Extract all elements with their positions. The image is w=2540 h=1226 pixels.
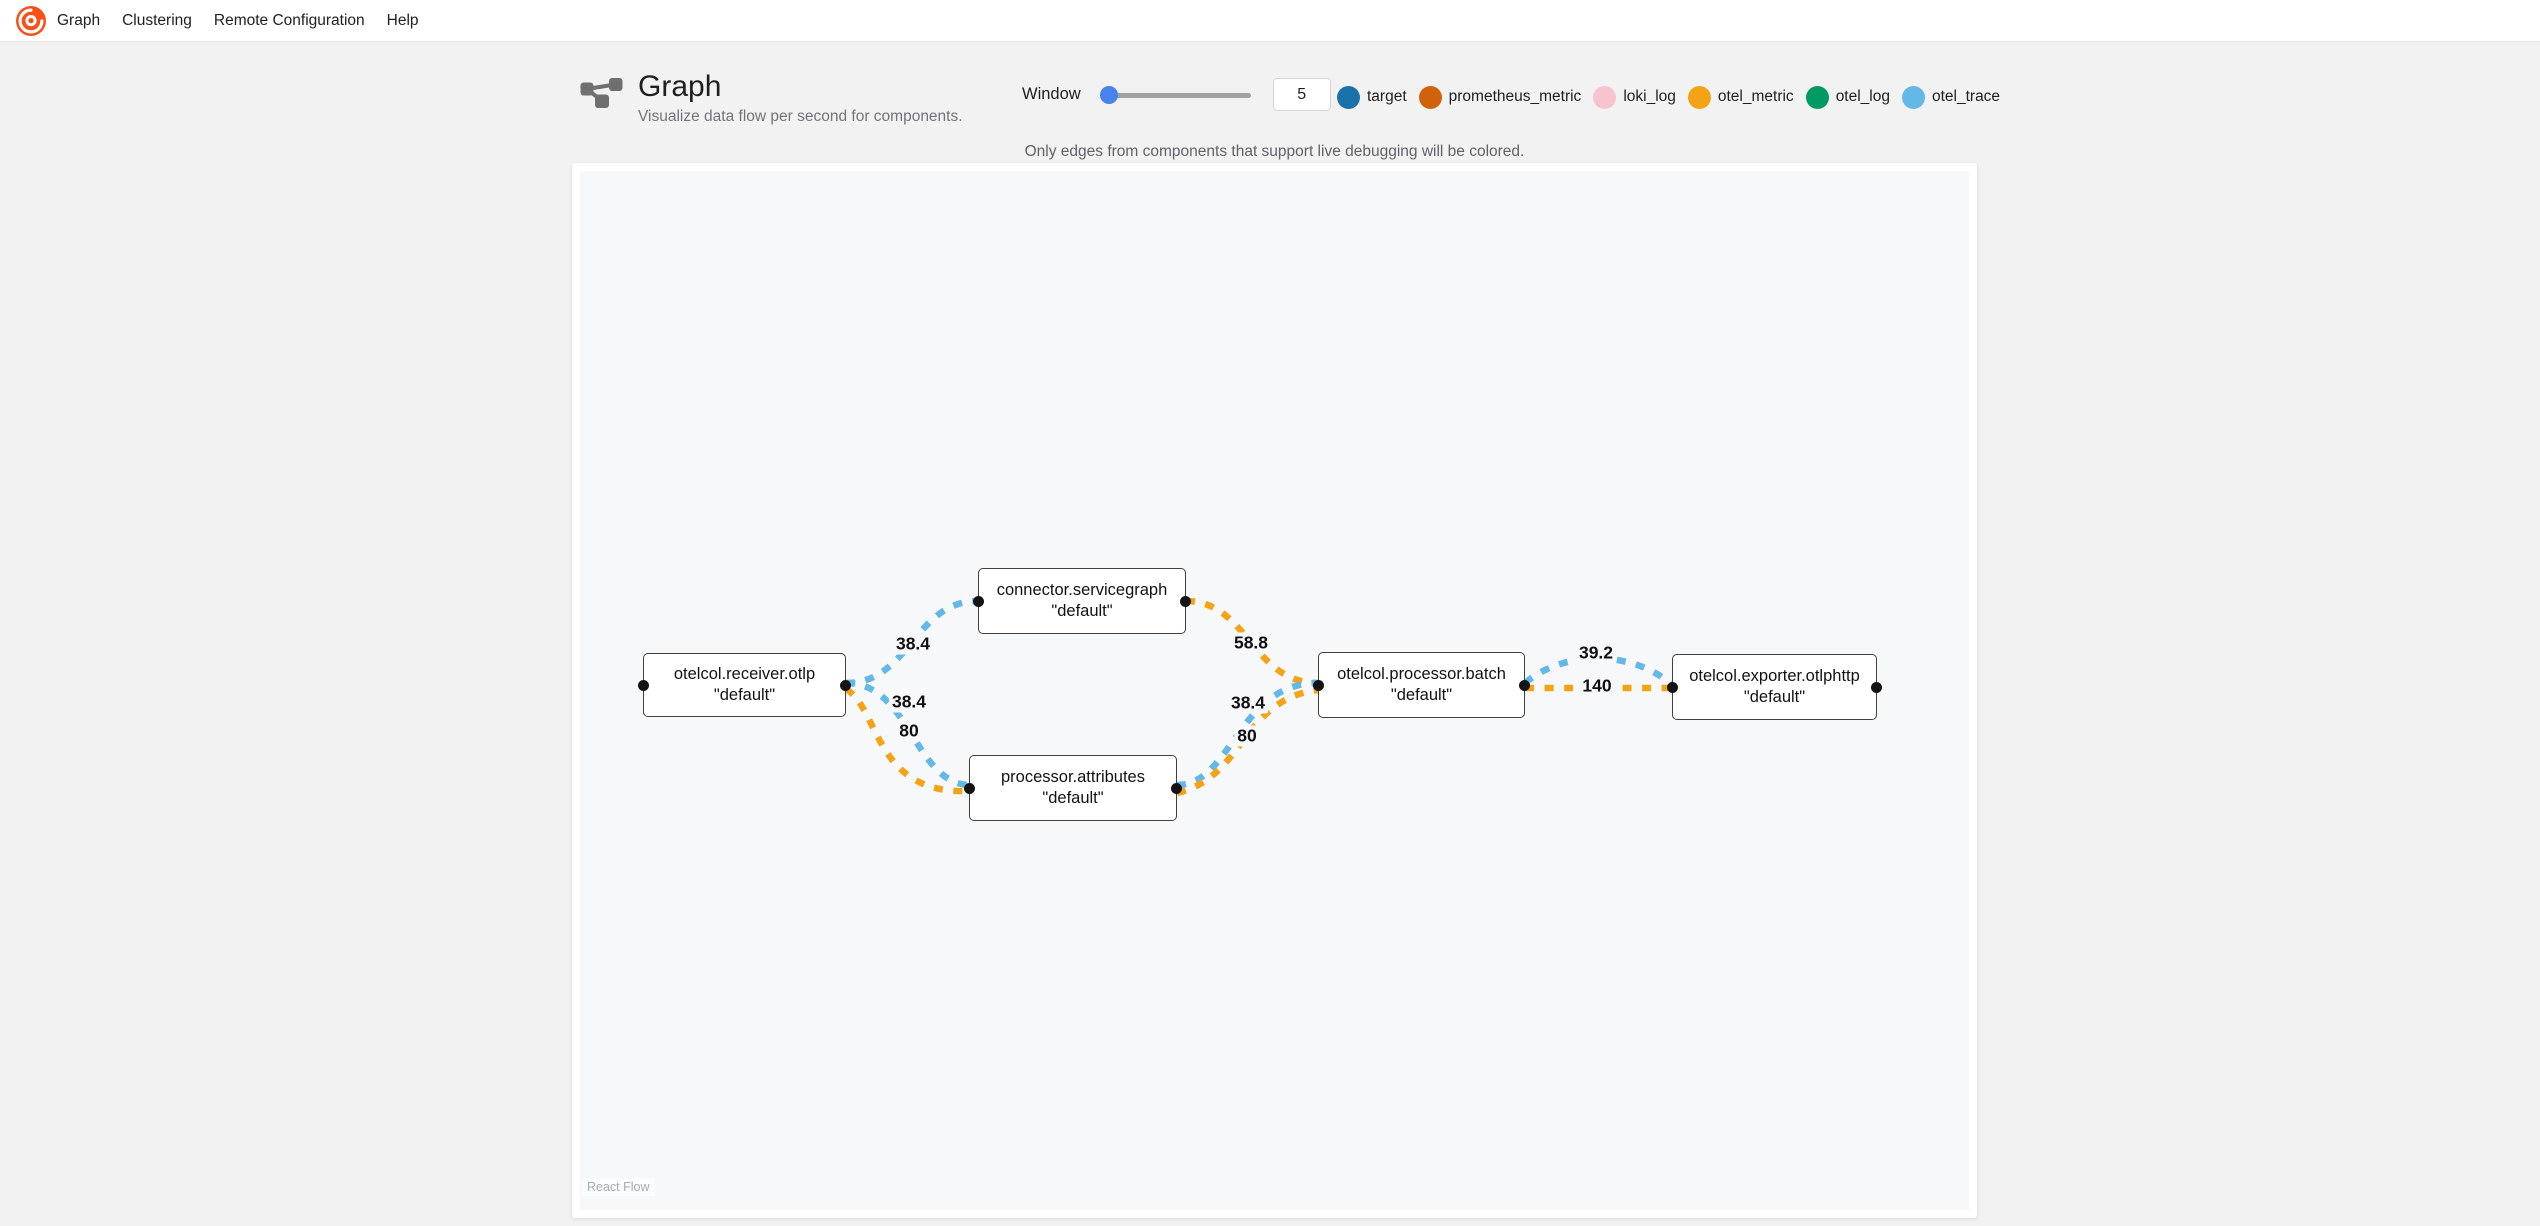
legend-item-otel-log: otel_log <box>1805 85 1890 109</box>
nav-item-help[interactable]: Help <box>386 11 419 29</box>
window-control: Window <box>1022 78 1331 111</box>
edge-rate-label: 39.2 <box>1575 642 1617 664</box>
node-otelcol-exporter-otlphttp[interactable]: otelcol.exporter.otlphttp "default" <box>1667 654 1882 720</box>
node-title: otelcol.processor.batch <box>1337 664 1506 683</box>
node-subtitle: "default" <box>1051 602 1113 620</box>
legend-label: otel_trace <box>1931 88 2001 105</box>
node-processor-attributes[interactable]: processor.attributes "default" <box>964 755 1182 821</box>
title-group: Graph Visualize data flow per second for… <box>580 70 963 126</box>
node-input-handle <box>1667 681 1678 693</box>
nav-item-graph[interactable]: Graph <box>57 11 101 29</box>
legend-label: loki_log <box>1623 88 1676 105</box>
otel-trace-color-dot <box>1901 85 1925 109</box>
live-debugging-note: Only edges from components that support … <box>1024 143 1525 160</box>
node-connector-servicegraph[interactable]: connector.servicegraph "default" <box>973 568 1191 634</box>
legend-label: prometheus_metric <box>1448 88 1582 105</box>
node-input-handle <box>1313 679 1324 691</box>
prometheus-metric-color-dot <box>1418 85 1442 109</box>
node-output-handle <box>1871 681 1882 693</box>
window-slider[interactable] <box>1099 85 1251 104</box>
otel-log-color-dot <box>1805 85 1829 109</box>
legend-item-otel-trace: otel_trace <box>1901 85 2001 109</box>
edge-rate-label: 38.4 <box>888 691 930 713</box>
node-subtitle: "default" <box>1390 686 1453 704</box>
node-output-handle <box>1171 782 1182 794</box>
nav-menu: Graph Clustering Remote Configuration He… <box>57 0 419 42</box>
edge-rate-label: 80 <box>896 720 922 742</box>
node-subtitle: "default" <box>1743 688 1806 706</box>
window-value-input[interactable] <box>1272 78 1331 111</box>
edge-rate-label: 58.8 <box>1230 632 1272 654</box>
node-otelcol-processor-batch[interactable]: otelcol.processor.batch "default" <box>1313 652 1530 718</box>
node-title: connector.servicegraph <box>996 580 1168 599</box>
node-subtitle: "default" <box>713 686 776 704</box>
graph-card: 38.4 38.4 80 58.8 38.4 80 39.2 140 otelc… <box>572 163 1977 1218</box>
node-title: otelcol.exporter.otlphttp <box>1689 666 1860 685</box>
edge-receiver-attributes-metric <box>844 686 970 795</box>
nav-item-clustering[interactable]: Clustering <box>122 11 192 29</box>
slider-thumb[interactable] <box>1099 85 1118 104</box>
legend-item-target: target <box>1337 85 1407 109</box>
edge-rate-label: 38.4 <box>1227 692 1269 714</box>
react-flow-canvas[interactable]: 38.4 38.4 80 58.8 38.4 80 39.2 140 otelc… <box>580 171 1969 1210</box>
legend-label: target <box>1367 88 1407 105</box>
page-title: Graph <box>638 70 722 103</box>
alloy-logo-icon[interactable] <box>16 5 46 36</box>
page-header: Graph Visualize data flow per second for… <box>580 60 2000 140</box>
node-title: processor.attributes <box>1001 767 1145 786</box>
legend-item-loki-log: loki_log <box>1593 85 1676 109</box>
nav-item-remote-configuration[interactable]: Remote Configuration <box>213 11 365 29</box>
window-label: Window <box>1022 85 1081 103</box>
page-subtitle: Visualize data flow per second for compo… <box>638 108 963 125</box>
legend-item-prometheus-metric: prometheus_metric <box>1418 85 1582 109</box>
react-flow-attribution[interactable]: React Flow <box>582 1178 655 1196</box>
edge-rate-label: 38.4 <box>892 633 934 655</box>
legend-label: otel_metric <box>1717 88 1794 105</box>
node-input-handle <box>638 679 649 691</box>
legend-label: otel_log <box>1835 88 1890 105</box>
edge-attributes-batch-metric <box>1176 686 1319 797</box>
graph-nodes-icon <box>580 78 623 108</box>
legend-item-otel-metric: otel_metric <box>1687 85 1794 109</box>
edge-type-legend: target prometheus_metric loki_log otel_m… <box>1337 74 2000 120</box>
edge-rate-label: 140 <box>1579 675 1615 697</box>
otel-metric-color-dot <box>1687 85 1711 109</box>
node-input-handle <box>973 595 984 607</box>
loki-log-color-dot <box>1593 85 1617 109</box>
edge-rate-label: 80 <box>1234 725 1260 747</box>
node-output-handle <box>1180 595 1191 607</box>
node-input-handle <box>964 782 975 794</box>
node-title: otelcol.receiver.otlp <box>673 664 816 683</box>
node-otelcol-receiver-otlp[interactable]: otelcol.receiver.otlp "default" <box>638 653 851 717</box>
node-subtitle: "default" <box>1042 789 1104 807</box>
top-nav-bar: Graph Clustering Remote Configuration He… <box>0 0 2540 42</box>
slider-track[interactable] <box>1102 92 1251 98</box>
target-color-dot <box>1337 85 1360 109</box>
node-output-handle <box>840 679 851 691</box>
node-output-handle <box>1519 679 1530 691</box>
